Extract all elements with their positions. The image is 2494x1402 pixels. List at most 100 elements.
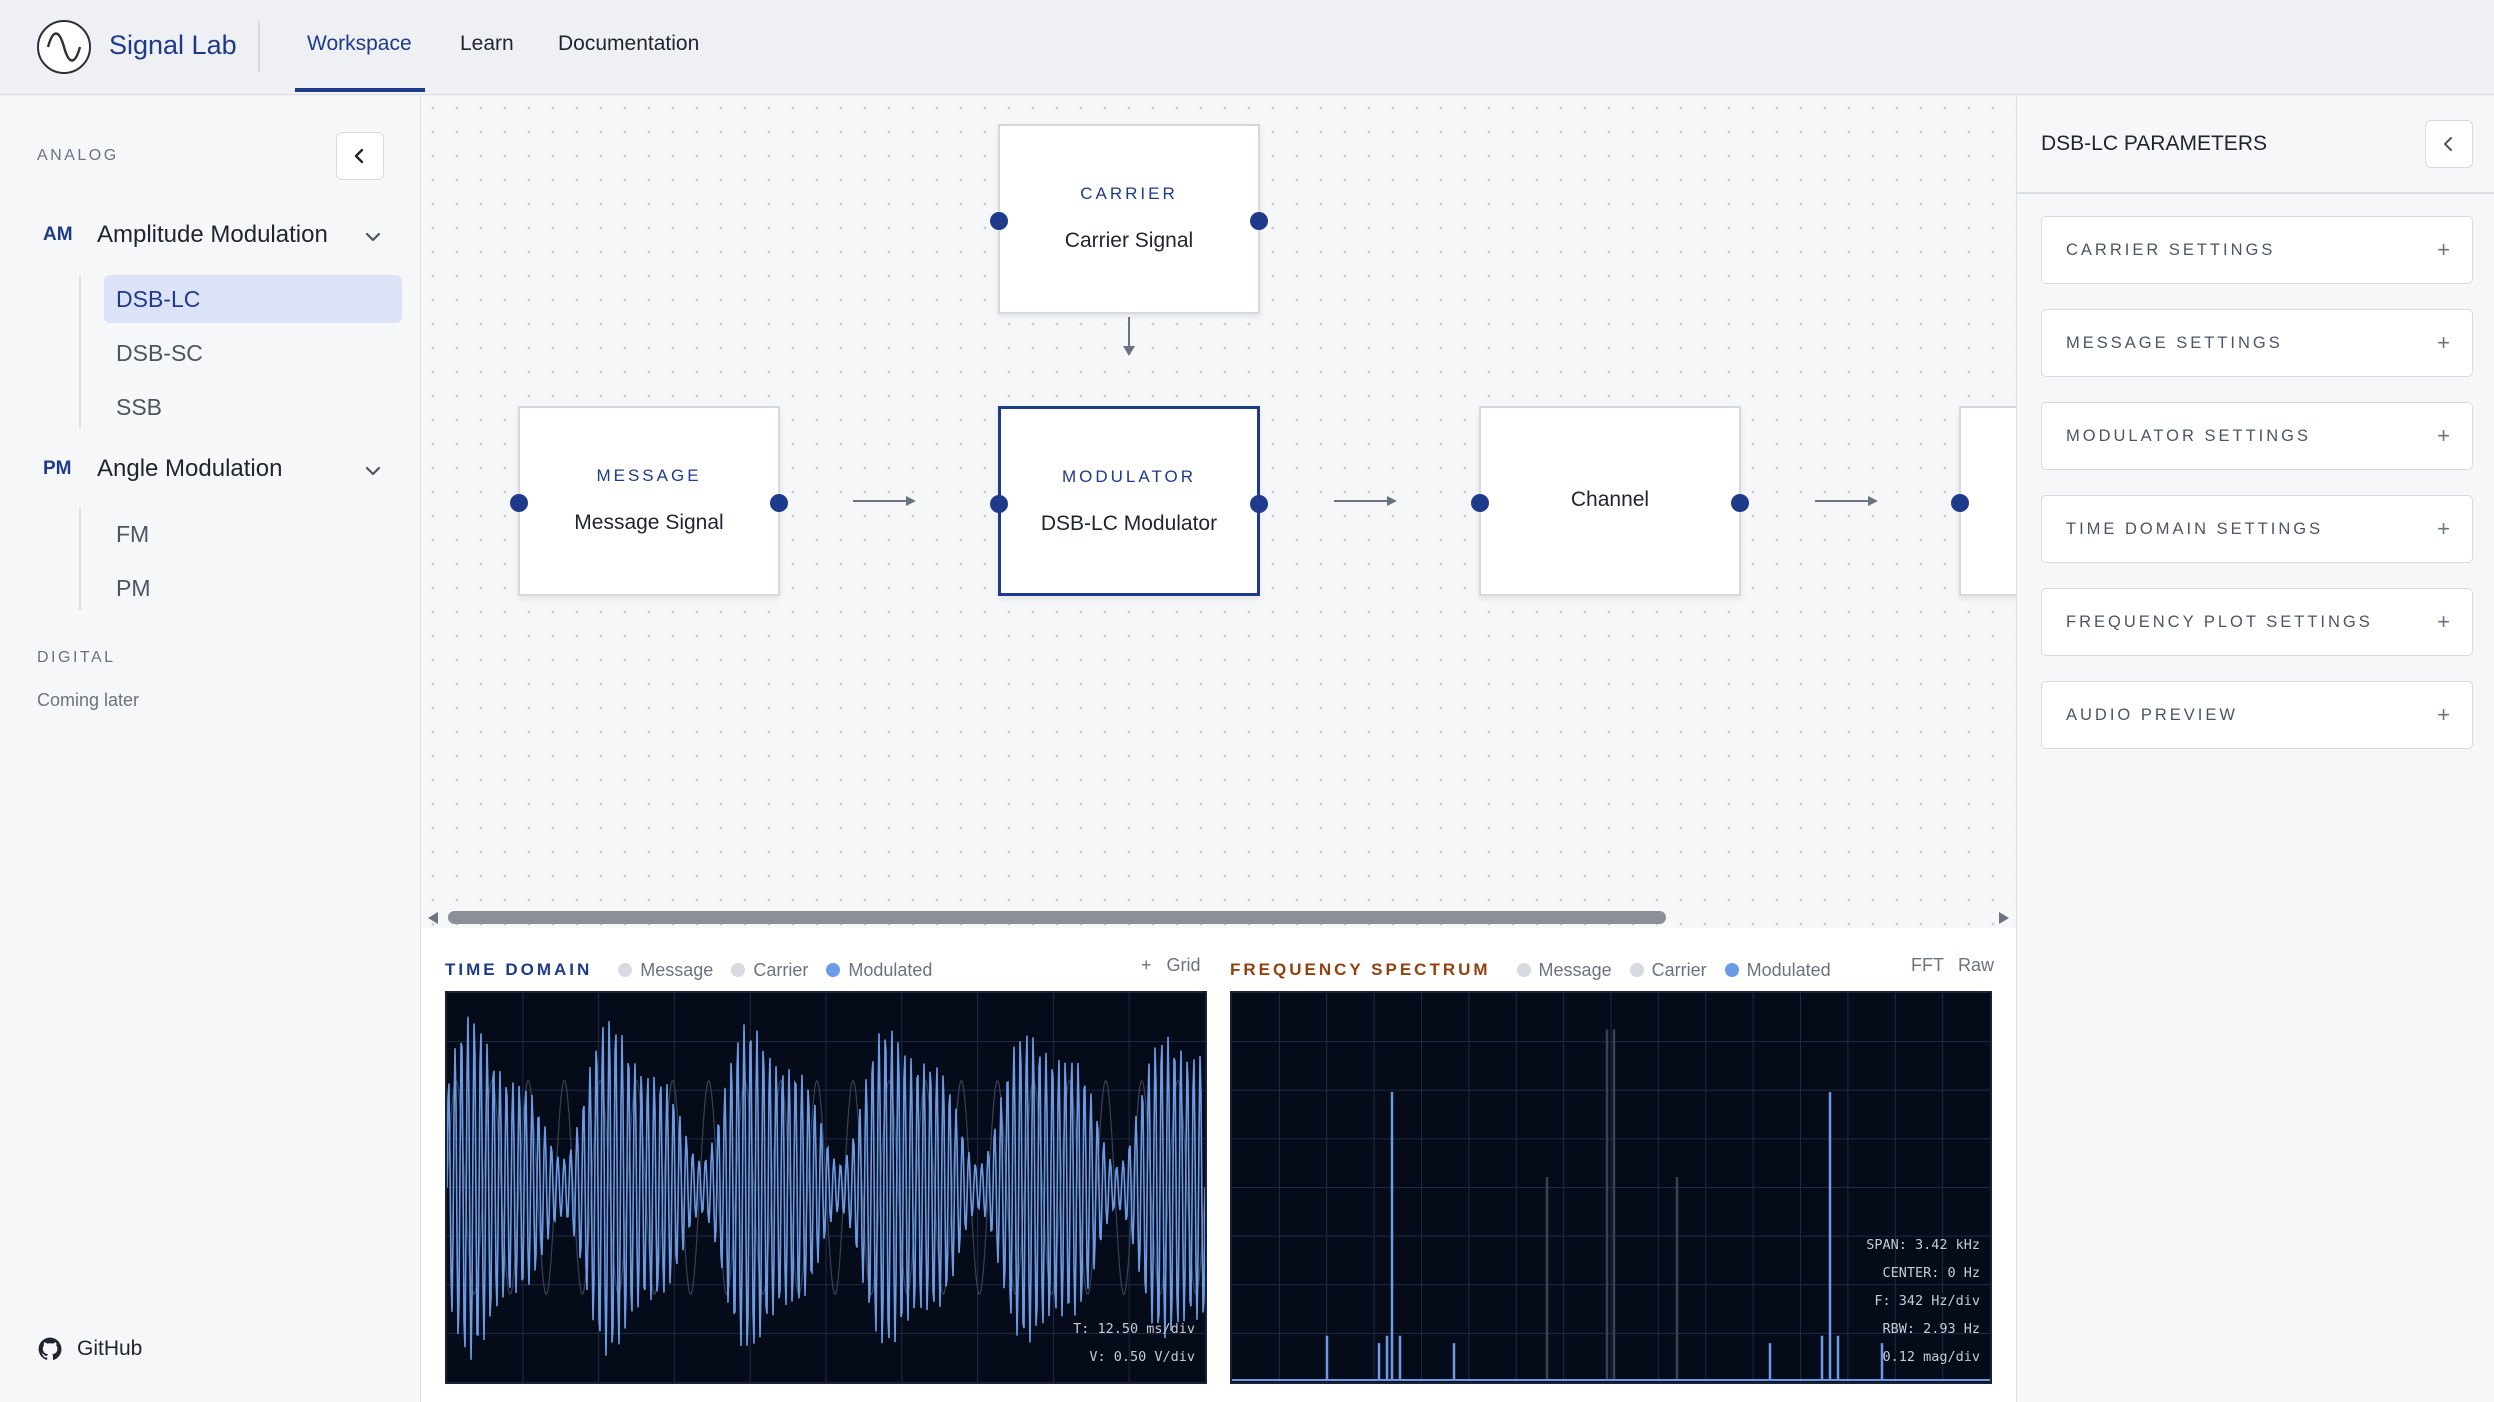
legend-label: Carrier: [753, 959, 809, 980]
sidebar-item-dsb-lc[interactable]: DSB-LC: [104, 275, 402, 323]
frequency-plot: [1232, 993, 1990, 1382]
time-readout: T: 12.50 ms/div V: 0.50 V/div: [1073, 1315, 1195, 1371]
frequency-scope[interactable]: SPAN: 3.42 kHz CENTER: 0 Hz F: 342 Hz/di…: [1230, 991, 1992, 1384]
node-kind: MODULATOR: [1061, 467, 1197, 486]
collapse-sidebar-button[interactable]: [336, 132, 384, 180]
brand-name[interactable]: Signal Lab: [109, 30, 237, 60]
modulated-trace: [447, 1016, 1205, 1360]
plus-icon: +: [2437, 237, 2450, 262]
github-link[interactable]: GitHub: [37, 1336, 142, 1362]
time-domain-scope[interactable]: T: 12.50 ms/div V: 0.50 V/div: [445, 991, 1207, 1384]
frequency-readout: SPAN: 3.42 kHz CENTER: 0 Hz F: 342 Hz/di…: [1866, 1231, 1980, 1371]
legend-carrier[interactable]: Carrier: [731, 960, 808, 981]
frequency-title: FREQUENCY SPECTRUM: [1230, 960, 1491, 979]
legend-message[interactable]: Message: [1516, 960, 1612, 981]
output-port[interactable]: [1250, 212, 1268, 230]
output-port[interactable]: [770, 494, 788, 512]
sidebar-item-dsb-sc[interactable]: DSB-SC: [116, 340, 203, 366]
accordion-label: TIME DOMAIN SETTINGS: [2066, 520, 2324, 538]
input-port[interactable]: [990, 212, 1008, 230]
input-port[interactable]: [1471, 494, 1489, 512]
legend-modulated[interactable]: Modulated: [826, 960, 932, 981]
arrow-head: [1387, 496, 1397, 506]
time-domain-header: TIME DOMAIN Message Carrier Modulated: [445, 955, 932, 985]
accordion-label: FREQUENCY PLOT SETTINGS: [2066, 613, 2373, 631]
legend-label: Modulated: [848, 959, 933, 980]
legend-label: Message: [640, 959, 714, 980]
canvas-horizontal-scrollbar[interactable]: [426, 910, 2011, 926]
mode-raw[interactable]: Raw: [1958, 955, 1995, 975]
legend-modulated[interactable]: Modulated: [1724, 959, 1831, 981]
accordion-audio-preview[interactable]: AUDIO PREVIEW +: [2041, 681, 2473, 749]
plus-icon: +: [2437, 423, 2450, 448]
chevron-left-icon: [354, 148, 364, 164]
block-diagram-canvas[interactable]: CARRIER Carrier Signal MESSAGE Message S…: [421, 96, 2016, 928]
message-node[interactable]: MESSAGE Message Signal: [510, 406, 788, 596]
legend-message[interactable]: Message: [618, 960, 713, 981]
accordion-label: AUDIO PREVIEW: [2066, 706, 2238, 724]
node-name: DSB-LC Modulator: [1040, 512, 1218, 535]
scrollbar-thumb[interactable]: [448, 911, 1666, 924]
connection-lines: [853, 317, 1878, 506]
sidebar-item-ssb[interactable]: SSB: [116, 394, 163, 420]
digital-section-label: DIGITAL: [37, 649, 116, 666]
group-title: Amplitude Modulation: [97, 221, 328, 248]
legend-dot: [731, 963, 746, 977]
output-port[interactable]: [1250, 495, 1268, 513]
accordion-frequency-plot-settings[interactable]: FREQUENCY PLOT SETTINGS +: [2041, 588, 2473, 656]
sidebar-item-pm[interactable]: PM: [116, 575, 151, 601]
input-port[interactable]: [1951, 494, 1969, 512]
carrier-node[interactable]: CARRIER Carrier Signal: [990, 124, 1268, 314]
channel-node[interactable]: Channel: [1471, 406, 1749, 596]
time-domain-title: TIME DOMAIN: [445, 960, 593, 979]
chevron-down-icon[interactable]: [362, 460, 384, 482]
node-name: Message Signal: [574, 511, 724, 534]
legend-dot: [1724, 963, 1739, 977]
group-amplitude-modulation[interactable]: AM Amplitude Modulation: [0, 212, 420, 260]
input-port[interactable]: [990, 495, 1008, 513]
chevron-down-icon[interactable]: [362, 226, 384, 248]
accordion-message-settings[interactable]: MESSAGE SETTINGS +: [2041, 309, 2473, 377]
rbw: RBW: 2.93 Hz: [1882, 1321, 1980, 1337]
signal-wave-logo-icon[interactable]: [37, 20, 91, 74]
accordion-time-domain-settings[interactable]: TIME DOMAIN SETTINGS +: [2041, 495, 2473, 563]
node-kind: CARRIER: [1080, 184, 1178, 203]
right-parameters-panel: DSB-LC PARAMETERS CARRIER SETTINGS + MES…: [2016, 96, 2494, 1402]
time-domain-plot: [447, 993, 1205, 1382]
chevron-left-icon: [2444, 137, 2452, 151]
accordion-modulator-settings[interactable]: MODULATOR SETTINGS +: [2041, 402, 2473, 470]
output-port[interactable]: [1731, 494, 1749, 512]
node-name: Carrier Signal: [1064, 229, 1194, 252]
mode-fft[interactable]: FFT: [1911, 955, 1944, 975]
tree-line: [79, 508, 81, 610]
legend-label: Modulated: [1746, 959, 1831, 980]
analog-section-label: ANALOG: [37, 147, 119, 164]
plus-icon: +: [2437, 330, 2450, 355]
tab-documentation[interactable]: Documentation: [558, 32, 700, 55]
next-node-partial[interactable]: [1951, 406, 2016, 596]
input-port[interactable]: [510, 494, 528, 512]
arrow-head: [1123, 346, 1135, 356]
tab-workspace[interactable]: Workspace: [307, 32, 412, 55]
plus-icon: +: [2437, 609, 2450, 634]
legend-label: Carrier: [1651, 959, 1707, 980]
center: CENTER: 0 Hz: [1882, 1265, 1980, 1281]
time-per-div: T: 12.50 ms/div: [1073, 1321, 1195, 1337]
frequency-header: FREQUENCY SPECTRUM Message Carrier Modul…: [1230, 955, 1831, 985]
group-angle-modulation[interactable]: PM Angle Modulation: [0, 446, 420, 494]
collapse-panel-button[interactable]: [2425, 120, 2473, 168]
accordion-label: MESSAGE SETTINGS: [2066, 334, 2283, 352]
group-badge-pm: PM: [43, 458, 72, 479]
github-icon: [38, 1337, 62, 1360]
panel-divider: [2017, 192, 2494, 194]
arrow-head: [906, 496, 916, 506]
plus-icon: +: [1141, 955, 1152, 975]
tree-line: [79, 276, 81, 428]
accordion-carrier-settings[interactable]: CARRIER SETTINGS +: [2041, 216, 2473, 284]
tab-learn[interactable]: Learn: [460, 32, 514, 55]
modulator-node[interactable]: MODULATOR DSB-LC Modulator: [990, 406, 1268, 596]
grid-toggle[interactable]: + Grid: [1141, 955, 1201, 976]
sidebar-item-fm[interactable]: FM: [116, 521, 150, 547]
accordion-label: MODULATOR SETTINGS: [2066, 427, 2311, 445]
legend-carrier[interactable]: Carrier: [1629, 959, 1707, 981]
